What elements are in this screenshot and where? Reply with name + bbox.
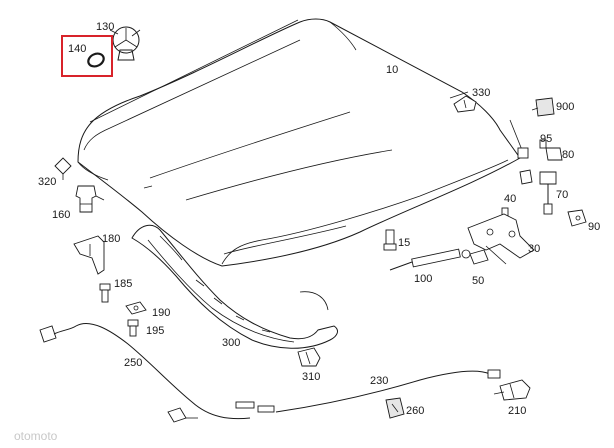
bolt-185 (99, 283, 111, 303)
label-230: 230 (370, 375, 388, 387)
retaining-ring-part (61, 35, 113, 77)
hinge-lock-parts (519, 139, 587, 227)
label-190: 190 (152, 307, 170, 319)
label-160: 160 (52, 209, 70, 221)
label-185: 185 (114, 278, 132, 290)
leader-lines (131, 29, 539, 189)
label-70: 70 (556, 189, 568, 201)
label-330: 330 (472, 87, 490, 99)
buffer-330 (453, 95, 477, 113)
label-90: 90 (588, 221, 600, 233)
label-260: 260 (406, 405, 424, 417)
label-300: 300 (222, 337, 240, 349)
bracket-180 (73, 235, 105, 275)
label-100: 100 (414, 273, 432, 285)
label-140: 140 (68, 43, 86, 55)
label-900: 900 (556, 101, 574, 113)
watermark: otomoto (14, 429, 58, 443)
label-320: 320 (38, 176, 56, 188)
label-95: 95 (540, 133, 552, 145)
clip-320 (54, 157, 72, 180)
label-180: 180 (102, 233, 120, 245)
label-15: 15 (398, 237, 410, 249)
highlight-box (61, 35, 113, 77)
bush-190 (125, 301, 147, 315)
buffer-160 (75, 185, 105, 213)
label-195: 195 (146, 325, 164, 337)
hood-panel (77, 18, 521, 267)
label-80: 80 (562, 149, 574, 161)
cable-230 (275, 369, 501, 413)
holder-260 (385, 397, 405, 419)
label-10: 10 (386, 64, 398, 76)
seal-strip (131, 224, 338, 349)
clip-310 (297, 347, 321, 367)
screw-195 (127, 319, 139, 337)
label-250: 250 (124, 357, 142, 369)
part-labels: 130 140 10 330 900 95 80 70 90 40 30 50 … (38, 21, 600, 417)
label-130: 130 (96, 21, 114, 33)
label-50: 50 (472, 275, 484, 287)
label-40: 40 (504, 193, 516, 205)
gas-strut-100 (383, 229, 471, 271)
label-310: 310 (302, 371, 320, 383)
sensor-900 (509, 97, 555, 159)
hinge-30 (467, 207, 535, 265)
release-handle-210 (493, 379, 531, 401)
label-30: 30 (528, 243, 540, 255)
label-210: 210 (508, 405, 526, 417)
release-cable-250 (39, 322, 275, 423)
